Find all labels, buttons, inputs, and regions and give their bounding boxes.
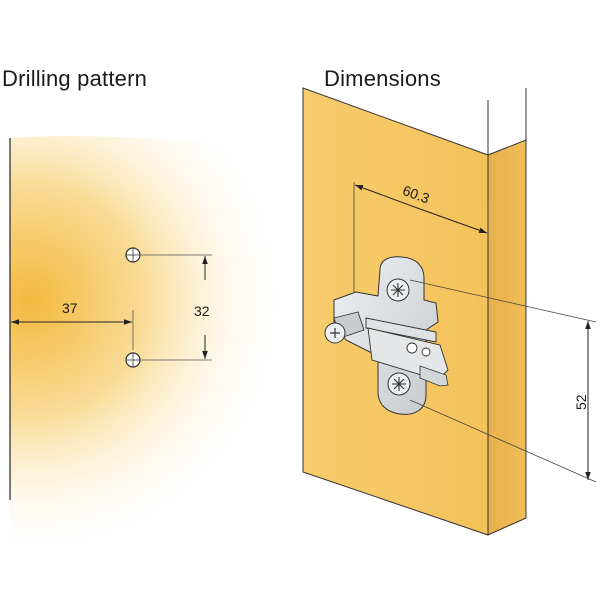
drill-hole-bottom bbox=[125, 352, 141, 368]
drill-hole-top bbox=[125, 247, 141, 263]
dimensions-view: 60.3 bbox=[302, 87, 597, 536]
screw-bottom-icon bbox=[387, 372, 411, 396]
panel-surface bbox=[10, 136, 300, 592]
drilling-pattern-view: 32 37 bbox=[9, 136, 300, 592]
screw-top-icon bbox=[386, 278, 410, 302]
plate-height-label: 52 bbox=[573, 394, 589, 410]
hole-spacing-label: 32 bbox=[194, 303, 210, 319]
plate-depth-dimension bbox=[354, 184, 488, 234]
edge-distance-label: 37 bbox=[62, 300, 78, 316]
dimensions-title: Dimensions bbox=[324, 66, 441, 91]
drilling-pattern-title: Drilling pattern bbox=[2, 66, 148, 91]
cabinet-panel-edge bbox=[487, 139, 527, 536]
mounting-plate bbox=[324, 256, 449, 415]
